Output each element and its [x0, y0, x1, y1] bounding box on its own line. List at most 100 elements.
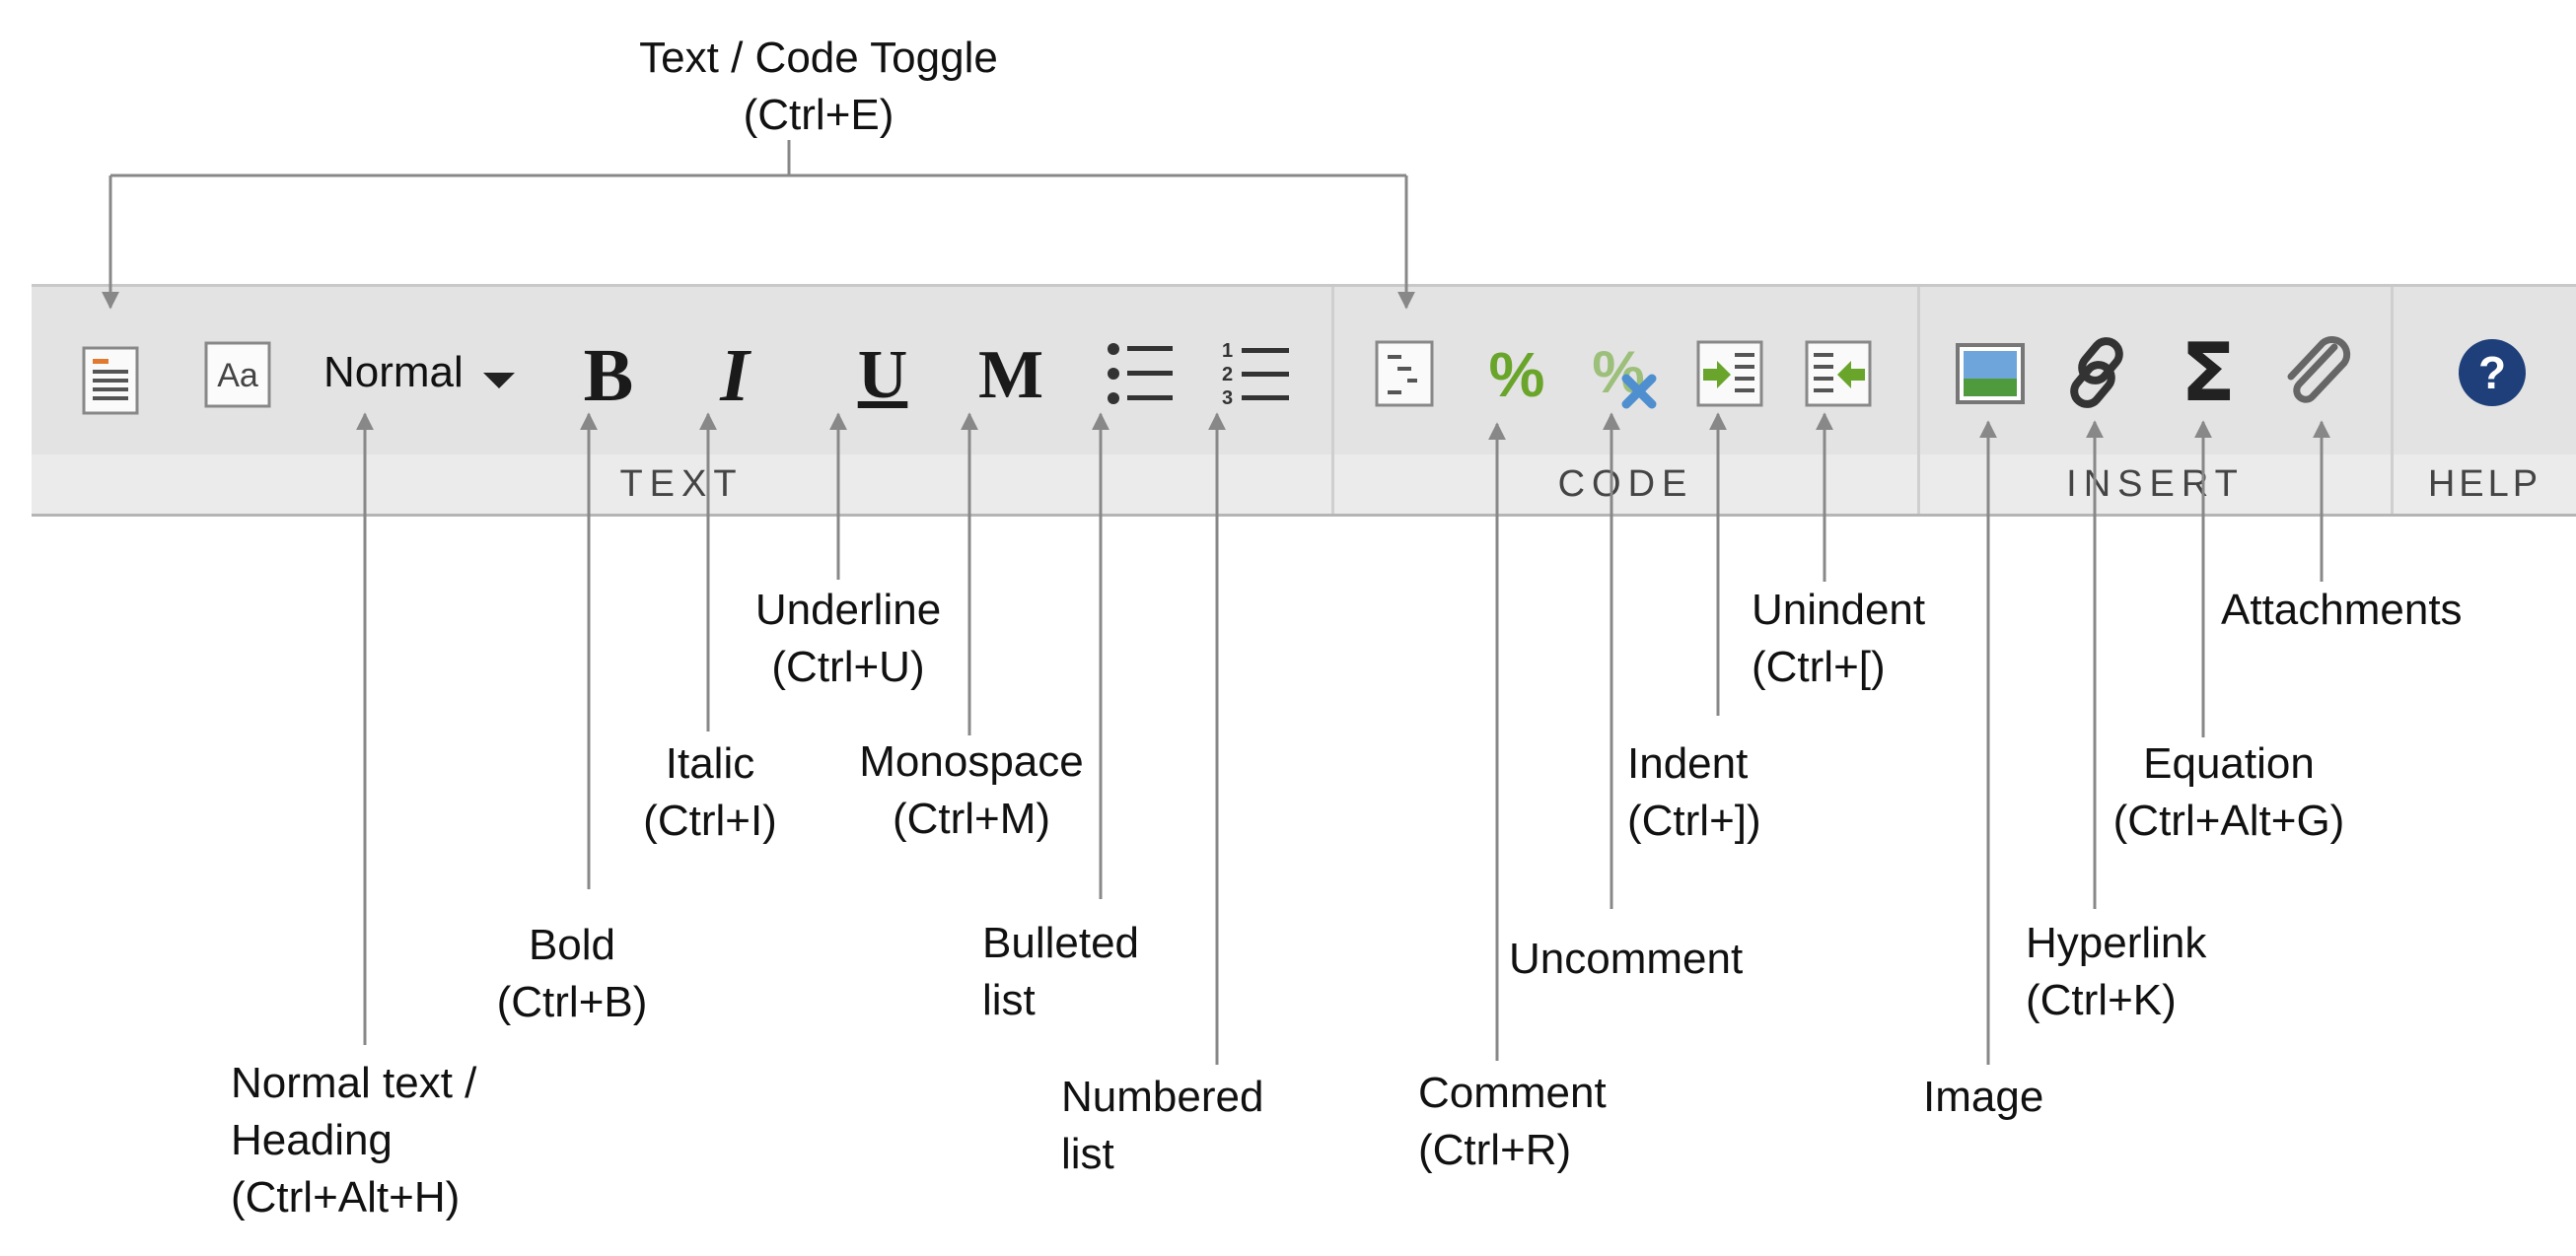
unindent-icon — [1805, 340, 1872, 407]
annotation-comment: Comment (Ctrl+R) — [1418, 1065, 1607, 1179]
group-label-help: HELP — [2427, 463, 2542, 505]
annotation-image: Image — [1923, 1069, 2043, 1126]
equation-button[interactable]: Σ — [2166, 324, 2251, 423]
annotation-bold-title: Bold — [528, 921, 616, 969]
annotation-toggle-title: Text / Code Toggle — [639, 34, 998, 82]
monospace-button[interactable]: M — [966, 326, 1055, 425]
annotation-heading-shortcut: (Ctrl+Alt+H) — [231, 1173, 461, 1221]
percent-cross-icon: % — [1592, 339, 1657, 409]
annotation-indent-title: Indent — [1627, 739, 1749, 788]
image-icon — [1956, 343, 2025, 404]
annotation-comment-title: Comment — [1418, 1069, 1607, 1117]
annotation-underline-title: Underline — [754, 586, 942, 634]
italic-button[interactable]: I — [690, 326, 779, 425]
annotation-underline-shortcut: (Ctrl+U) — [771, 643, 925, 691]
indent-button[interactable] — [1692, 334, 1767, 413]
font-aa-icon: Aa — [204, 341, 271, 408]
annotation-unindent-shortcut: (Ctrl+[) — [1752, 643, 1886, 691]
annotation-heading-line2: Heading — [231, 1116, 393, 1164]
annotation-equation-title: Equation — [2143, 739, 2315, 788]
svg-text:Aa: Aa — [217, 357, 258, 394]
svg-text:1: 1 — [1222, 340, 1233, 362]
caret-down-icon — [483, 373, 515, 388]
svg-text:2: 2 — [1222, 364, 1233, 385]
image-button[interactable] — [1951, 334, 2030, 413]
group-separator — [1917, 287, 1920, 514]
comment-button[interactable]: % — [1477, 334, 1556, 413]
attachments-button[interactable] — [2274, 330, 2359, 415]
numbered-list-button[interactable]: 1 2 3 — [1215, 334, 1294, 413]
annotation-heading: Normal text / Heading (Ctrl+Alt+H) — [231, 1055, 476, 1226]
annotation-italic: Italic (Ctrl+I) — [611, 735, 809, 850]
annotation-monospace-title: Monospace — [859, 737, 1084, 786]
annotation-numbered: Numbered list — [1061, 1069, 1263, 1183]
hyperlink-button[interactable] — [2055, 330, 2140, 415]
bold-icon: B — [583, 334, 634, 417]
sigma-icon: Σ — [2180, 326, 2236, 420]
code-document-icon — [1375, 340, 1434, 407]
annotation-toggle-shortcut: (Ctrl+E) — [743, 91, 894, 139]
annotation-monospace: Monospace (Ctrl+M) — [838, 733, 1105, 848]
group-separator — [2391, 287, 2394, 514]
bulleted-list-button[interactable] — [1103, 334, 1178, 413]
annotation-image-title: Image — [1923, 1073, 2044, 1121]
percent-icon: % — [1489, 339, 1545, 408]
annotation-comment-shortcut: (Ctrl+R) — [1418, 1126, 1572, 1174]
group-label-code: CODE — [1557, 463, 1694, 505]
style-select-value[interactable]: Normal — [323, 348, 464, 396]
annotation-equation-shortcut: (Ctrl+Alt+G) — [2112, 797, 2345, 845]
italic-icon: I — [720, 334, 750, 417]
annotation-bulleted-line1: Bulleted — [982, 919, 1140, 967]
annotation-numbered-line1: Numbered — [1061, 1073, 1264, 1121]
annotation-equation: Equation (Ctrl+Alt+G) — [2091, 735, 2367, 850]
help-button[interactable]: ? — [2450, 330, 2535, 415]
annotation-bold: Bold (Ctrl+B) — [473, 917, 671, 1031]
annotation-hyperlink-shortcut: (Ctrl+K) — [2026, 976, 2177, 1024]
annotation-bold-shortcut: (Ctrl+B) — [496, 978, 648, 1026]
annotation-hyperlink: Hyperlink (Ctrl+K) — [2026, 915, 2206, 1029]
annotation-uncomment-title: Uncomment — [1509, 935, 1744, 983]
numbered-list-icon: 1 2 3 — [1222, 340, 1289, 408]
annotation-indent: Indent (Ctrl+]) — [1627, 735, 1761, 850]
uncomment-button[interactable]: % — [1584, 334, 1663, 413]
annotation-monospace-shortcut: (Ctrl+M) — [892, 795, 1051, 843]
link-icon — [2070, 337, 2123, 408]
editor-toolbar: TEXT CODE INSERT HELP Aa Normal B I U M — [32, 284, 2576, 517]
underline-button[interactable]: U — [838, 326, 927, 425]
underline-icon: U — [857, 337, 908, 413]
document-icon — [82, 346, 139, 415]
code-toggle-button[interactable] — [1369, 334, 1440, 413]
monospace-icon: M — [977, 337, 1044, 413]
paperclip-icon — [2287, 336, 2351, 403]
question-circle-icon: ? — [2459, 339, 2526, 406]
annotation-hyperlink-title: Hyperlink — [2026, 919, 2207, 967]
bulleted-list-icon — [1108, 343, 1173, 404]
style-dropdown-button[interactable] — [475, 356, 523, 403]
annotation-underline: Underline (Ctrl+U) — [730, 582, 966, 696]
style-selector-button[interactable]: Aa — [201, 338, 274, 411]
indent-icon — [1696, 340, 1763, 407]
help-glyph: ? — [2478, 347, 2506, 398]
annotation-attachments: Attachments — [2221, 582, 2463, 639]
annotation-indent-shortcut: (Ctrl+]) — [1627, 797, 1761, 845]
svg-text:3: 3 — [1222, 387, 1233, 408]
annotation-unindent: Unindent (Ctrl+[) — [1752, 582, 1925, 696]
group-label-text: TEXT — [619, 463, 744, 505]
annotation-attachments-title: Attachments — [2221, 586, 2463, 634]
annotation-uncomment: Uncomment — [1509, 931, 1743, 988]
group-separator — [1331, 287, 1334, 514]
annotation-toggle: Text / Code Toggle (Ctrl+E) — [552, 30, 1085, 144]
annotation-heading-line1: Normal text / — [231, 1059, 477, 1107]
unindent-button[interactable] — [1801, 334, 1876, 413]
annotation-italic-shortcut: (Ctrl+I) — [643, 797, 777, 845]
text-code-toggle-button[interactable] — [79, 341, 142, 420]
annotation-bulleted-line2: list — [982, 976, 1036, 1024]
annotation-numbered-line2: list — [1061, 1130, 1114, 1178]
group-labels-row — [32, 454, 2576, 514]
annotation-italic-title: Italic — [665, 739, 755, 788]
annotation-bulleted: Bulleted list — [982, 915, 1139, 1029]
annotation-unindent-title: Unindent — [1752, 586, 1926, 634]
bold-button[interactable]: B — [564, 326, 653, 425]
svg-text:%: % — [1489, 339, 1545, 408]
